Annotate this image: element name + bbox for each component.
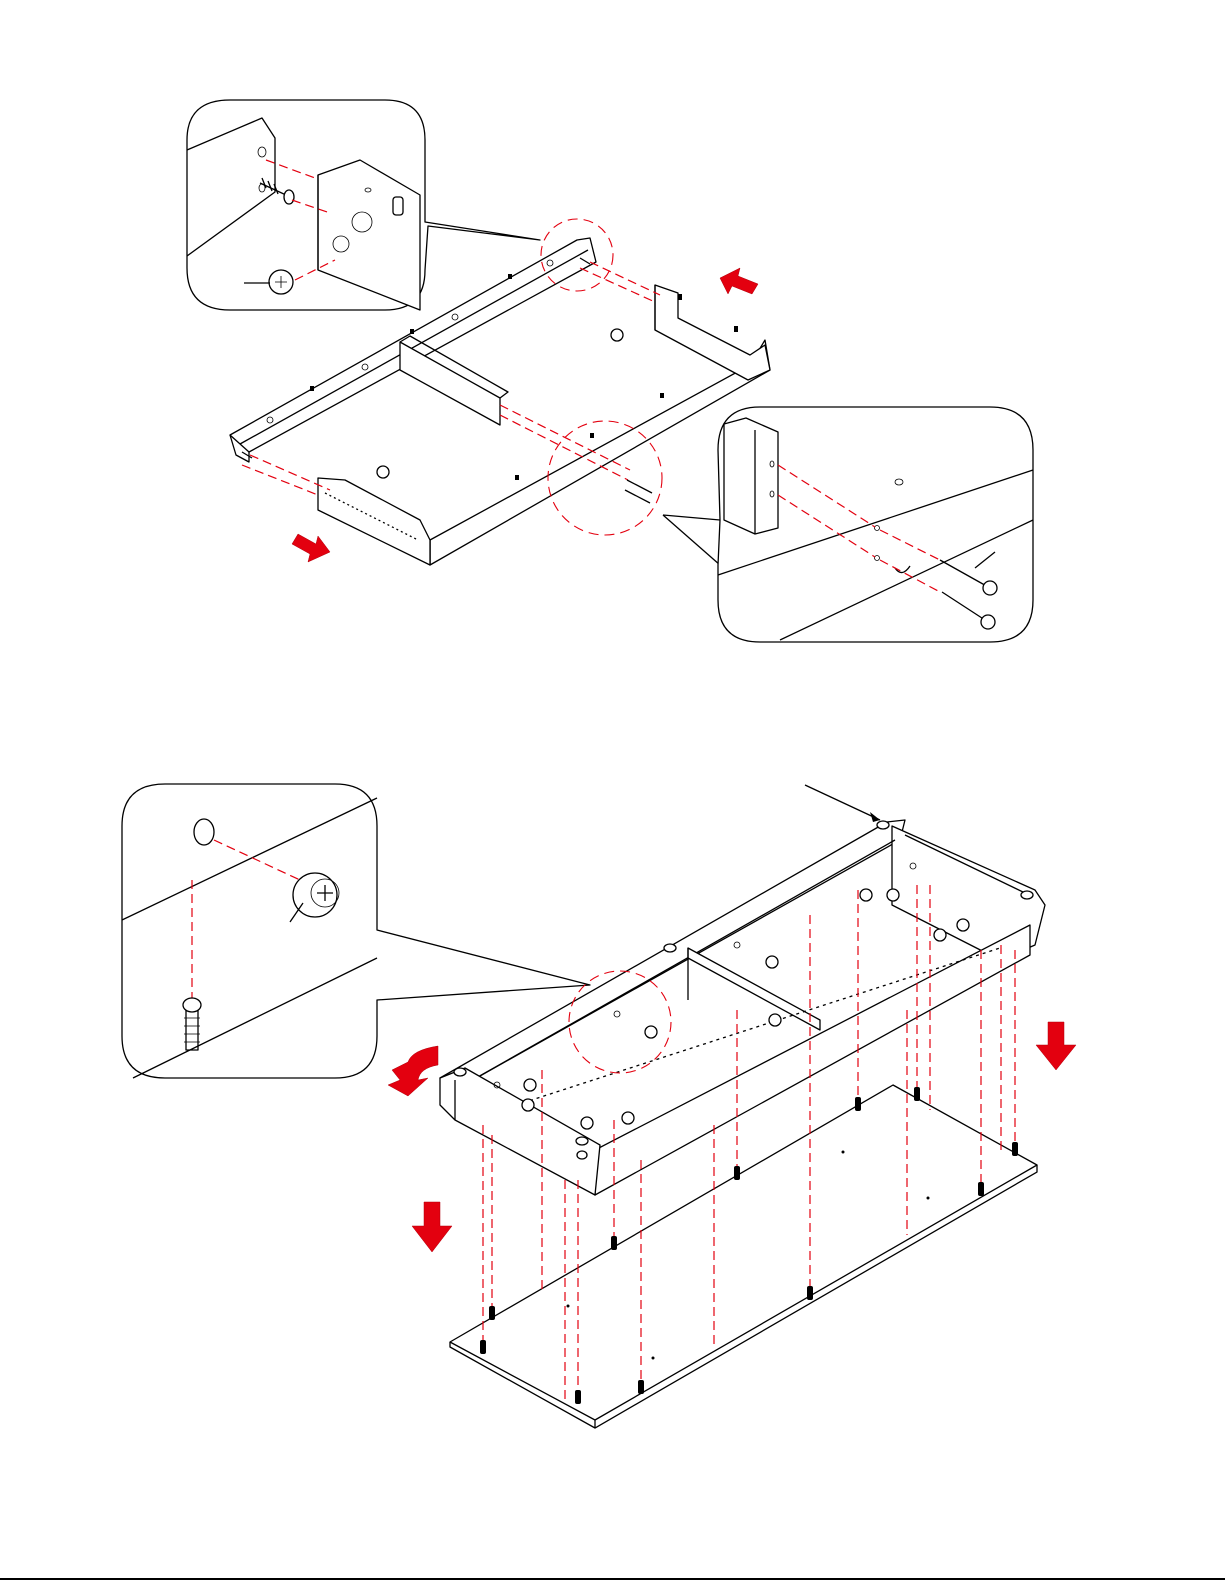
direction-arrow-icon <box>1036 1022 1076 1070</box>
flip-arrow-icon <box>388 1046 438 1096</box>
page-bottom-rule <box>0 1578 1225 1580</box>
direction-arrow-icon <box>412 1202 452 1252</box>
